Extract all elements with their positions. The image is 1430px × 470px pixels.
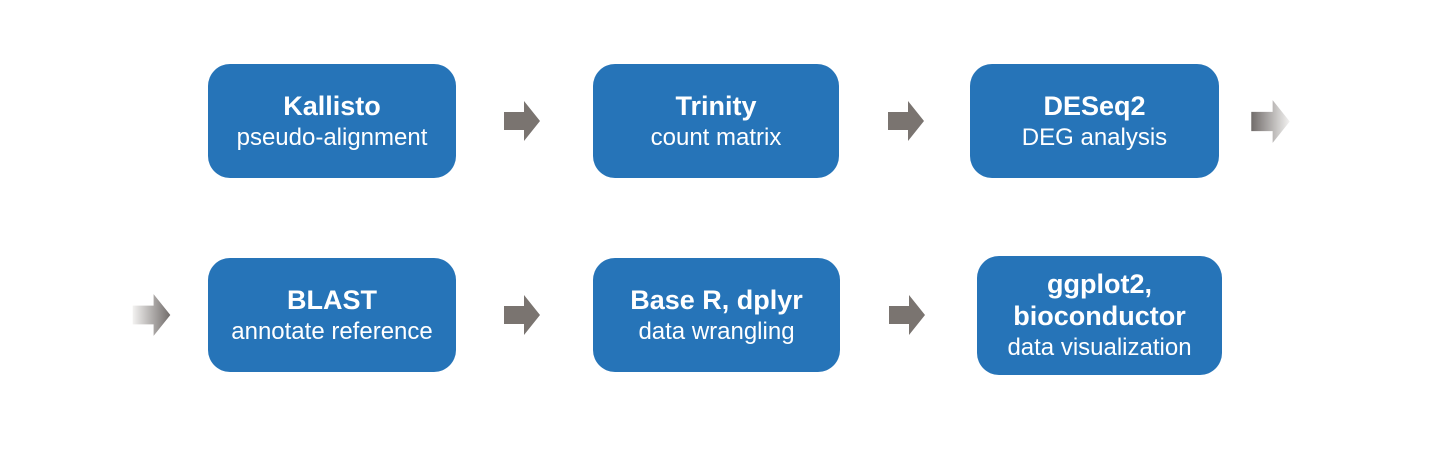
- node-blast: BLAST annotate reference: [208, 258, 456, 372]
- node-subtitle: data wrangling: [638, 317, 795, 345]
- node-ggplot2-bioconductor: ggplot2, bioconductor data visualization: [977, 256, 1222, 375]
- node-title: ggplot2, bioconductor: [1013, 269, 1186, 331]
- node-title: Trinity: [675, 90, 757, 121]
- arrow-right-icon: [504, 101, 540, 141]
- arrow-right-icon: [888, 101, 924, 141]
- node-subtitle: count matrix: [650, 123, 782, 151]
- arrow-fade-out-icon: [1251, 100, 1290, 143]
- node-base-r-dplyr: Base R, dplyr data wrangling: [593, 258, 840, 372]
- arrow-right-icon: [504, 295, 540, 335]
- node-trinity: Trinity count matrix: [593, 64, 839, 178]
- node-subtitle: DEG analysis: [1021, 123, 1168, 151]
- node-title: BLAST: [287, 284, 377, 315]
- arrow-right-icon: [889, 295, 925, 335]
- node-title: DESeq2: [1043, 90, 1146, 121]
- node-deseq2: DESeq2 DEG analysis: [970, 64, 1219, 178]
- node-kallisto: Kallisto pseudo-alignment: [208, 64, 456, 178]
- node-subtitle: annotate reference: [231, 317, 433, 345]
- node-subtitle: data visualization: [1007, 334, 1192, 361]
- node-title: Kallisto: [283, 90, 381, 121]
- node-title: Base R, dplyr: [630, 284, 803, 315]
- node-subtitle: pseudo-alignment: [236, 123, 428, 151]
- arrow-fade-in-icon: [132, 294, 171, 336]
